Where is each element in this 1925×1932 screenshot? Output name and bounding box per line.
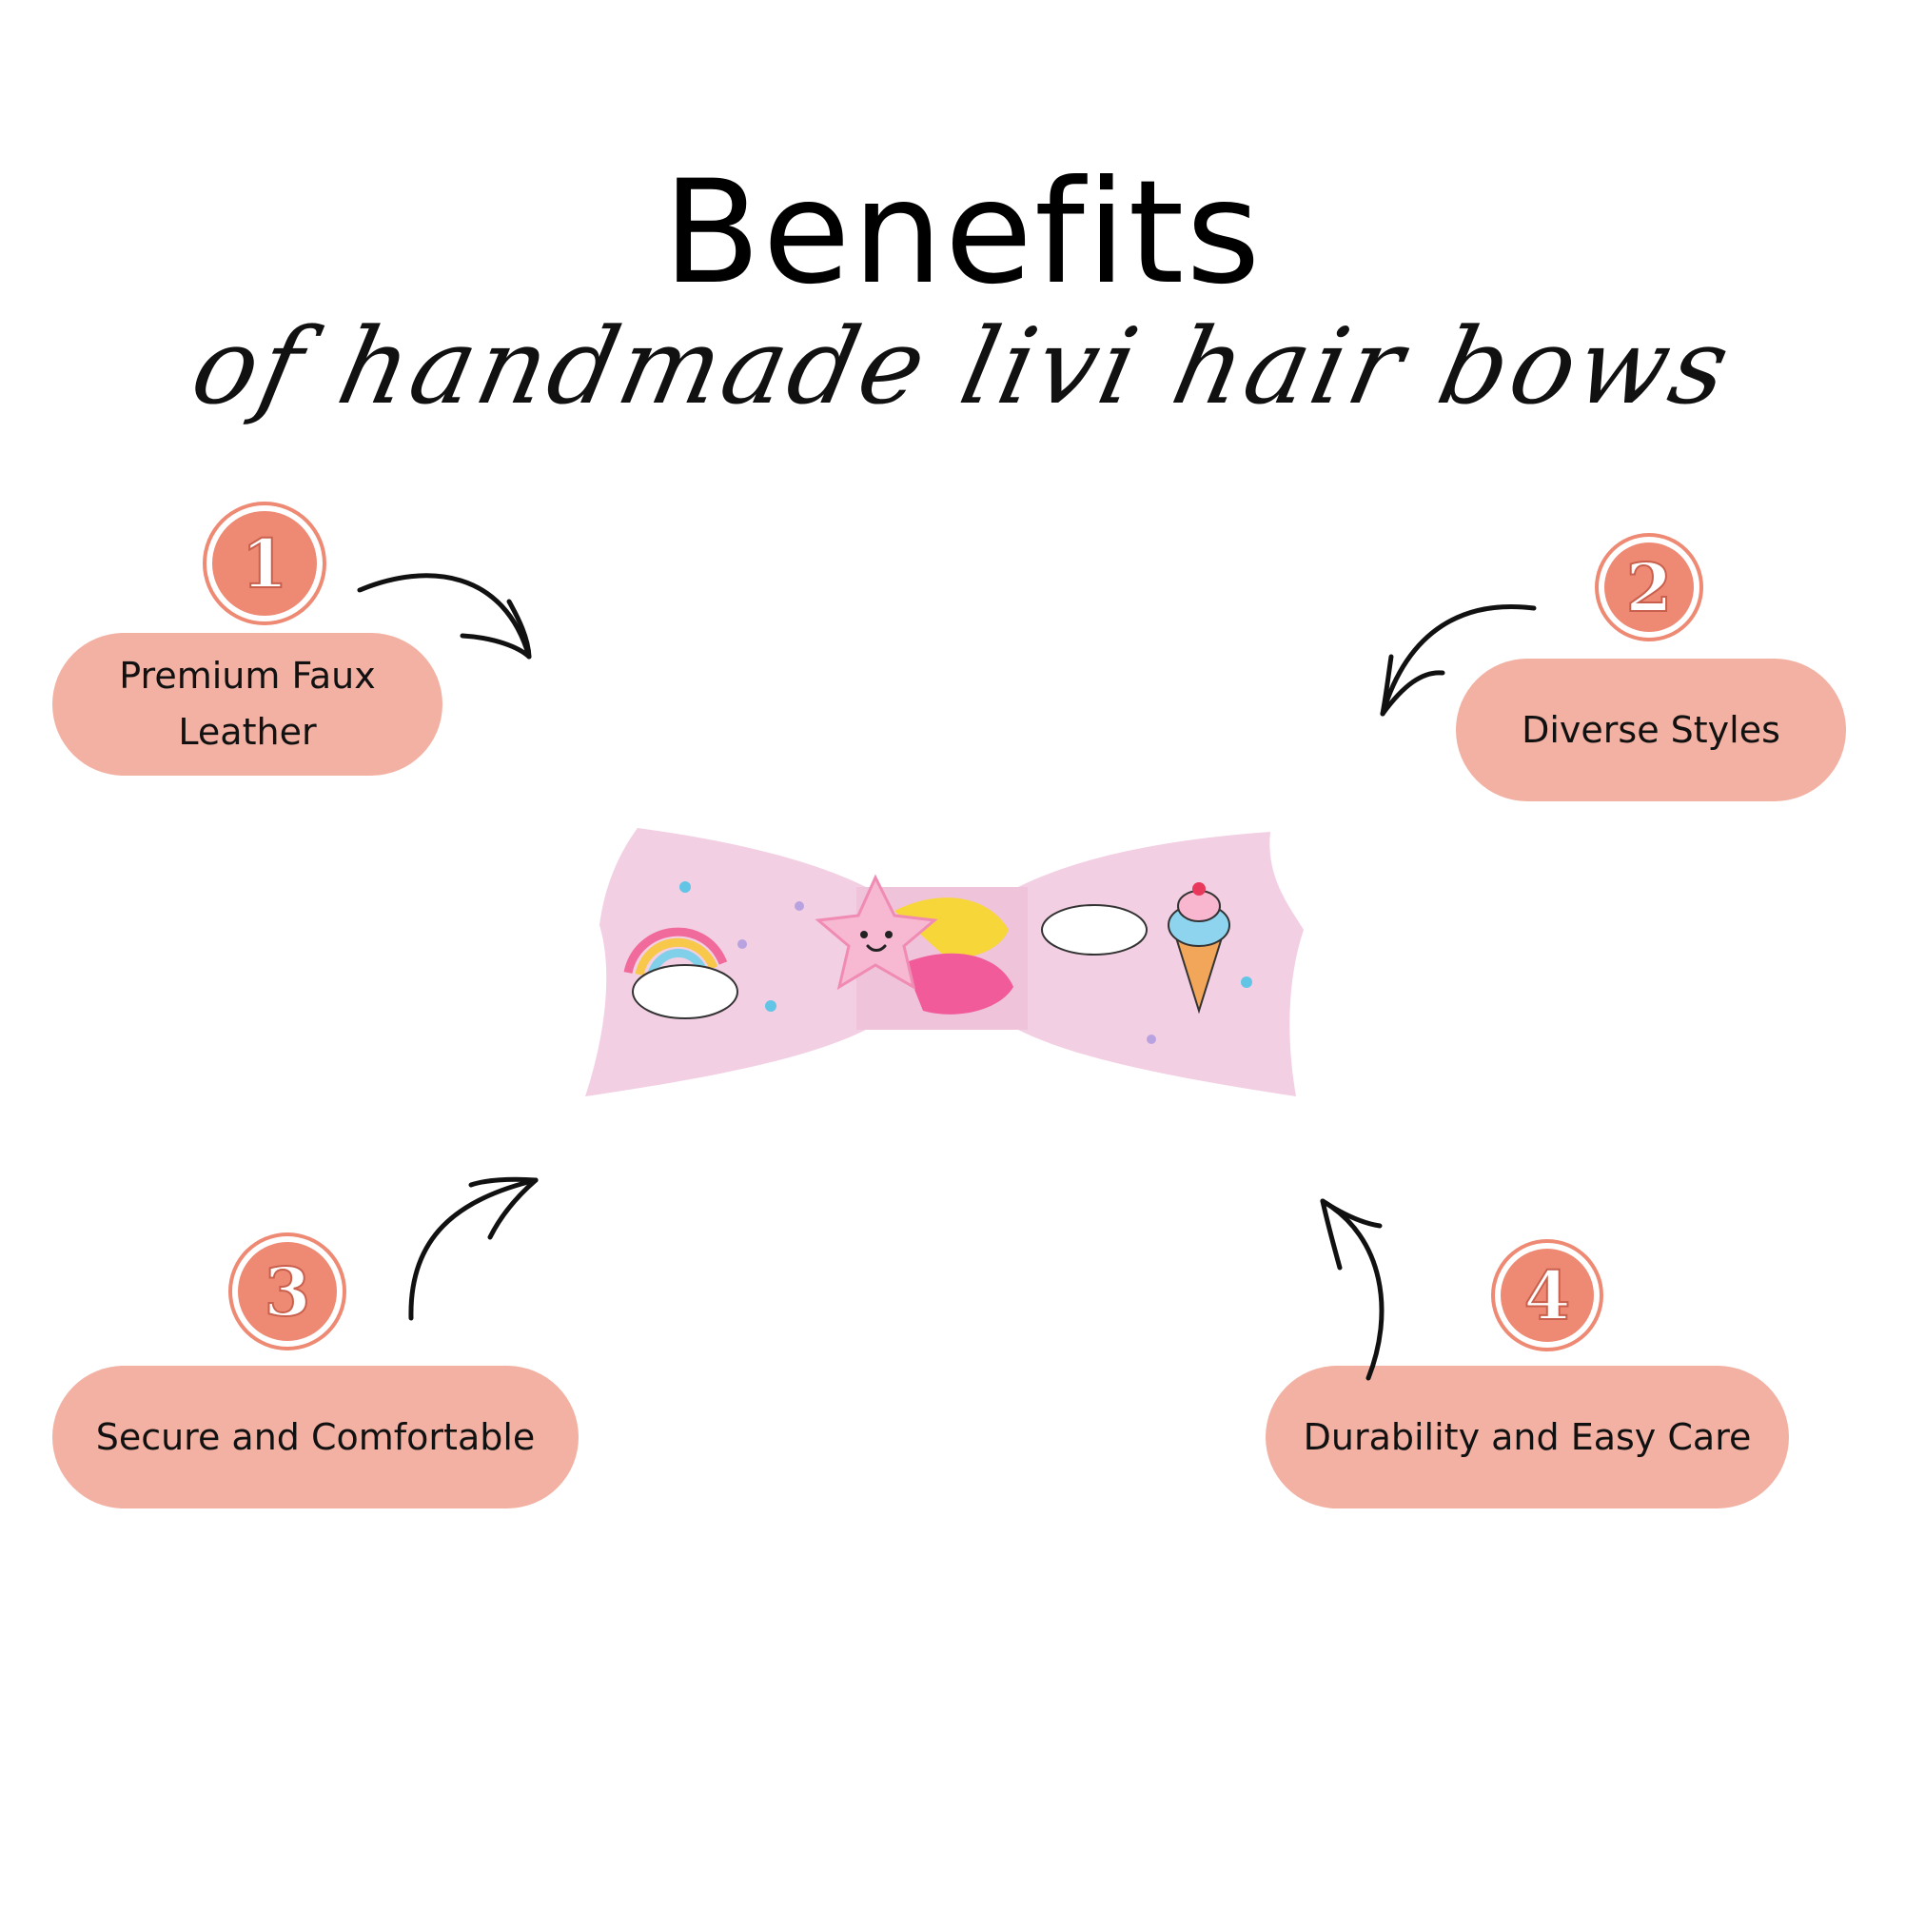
benefit-2-number: 2 — [1625, 547, 1674, 628]
arrow-1-icon — [357, 573, 532, 660]
rainbow-icon — [623, 927, 728, 978]
benefit-2-label: Diverse Styles — [1522, 708, 1780, 751]
arrow-3-icon — [408, 1176, 539, 1321]
benefit-3-pill: Secure and Comfortable — [52, 1366, 579, 1508]
star-icon — [679, 881, 1252, 1012]
arrow-2-icon — [1380, 603, 1537, 717]
benefit-4-number: 4 — [1523, 1255, 1572, 1336]
benefit-2-pill: Diverse Styles — [1456, 659, 1846, 801]
shooting-star-charm — [815, 874, 1013, 1015]
arrow-4-icon — [1320, 1198, 1385, 1381]
benefit-1-label: Premium Faux Leather — [119, 655, 376, 753]
benefit-3-number-badge: 3 — [238, 1242, 337, 1341]
benefit-3-label: Secure and Comfortable — [95, 1415, 536, 1458]
benefit-1-number-badge: 1 — [212, 511, 317, 616]
cloud-icon — [1041, 904, 1148, 956]
ice-cream-icon — [1168, 882, 1230, 1015]
benefit-4-label: Durability and Easy Care — [1303, 1415, 1752, 1458]
hair-bow-image — [585, 828, 1304, 1096]
benefit-1-number: 1 — [241, 523, 289, 604]
benefit-4-number-badge: 4 — [1501, 1249, 1594, 1342]
benefit-3-number: 3 — [264, 1252, 312, 1332]
cloud-icon — [632, 964, 738, 1019]
benefit-1-pill: Premium Faux Leather — [52, 633, 442, 776]
benefit-2-number-badge: 2 — [1604, 542, 1694, 632]
page-title: Benefits — [662, 150, 1263, 316]
benefit-4-pill: Durability and Easy Care — [1266, 1366, 1789, 1508]
